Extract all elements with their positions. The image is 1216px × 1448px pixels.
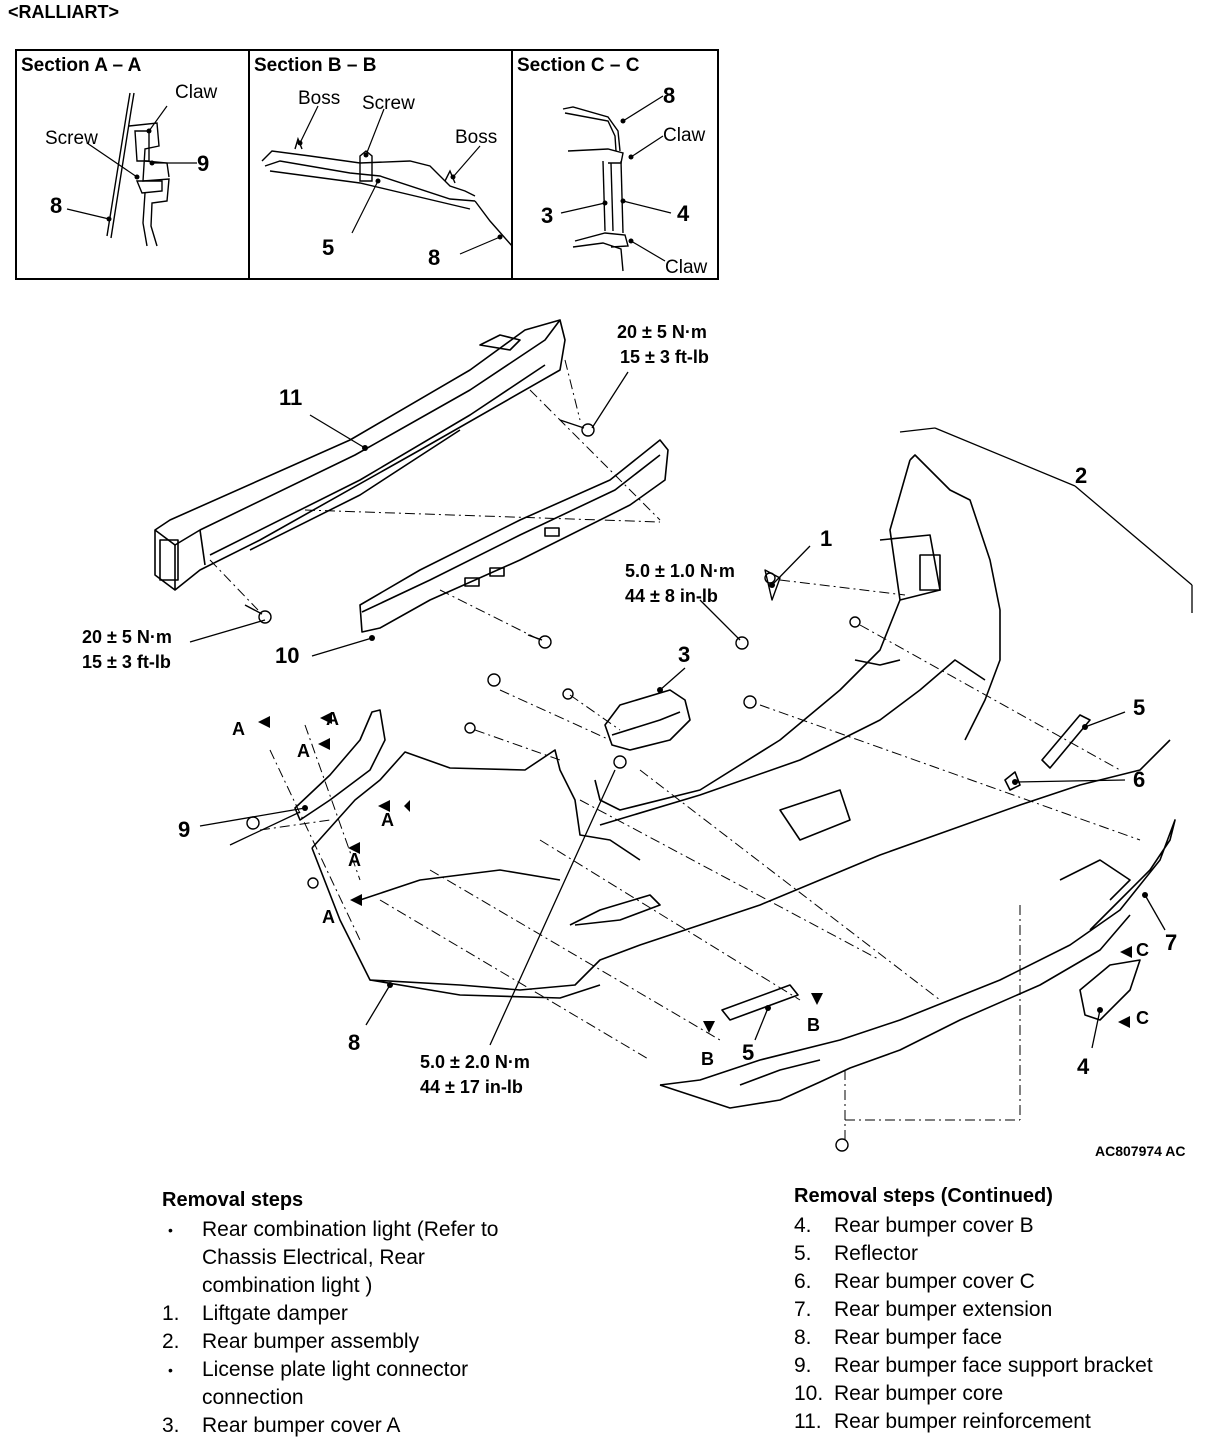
list-item: •License plate light connector connectio… — [168, 1358, 469, 1409]
section-mark-b: B — [701, 1049, 714, 1069]
label-screw: Screw — [362, 93, 415, 114]
exploded-view-diagram: 1 2 3 4 5 5 6 7 8 9 10 11 A A A A A A B … — [82, 319, 1193, 1159]
list-item: •Rear combination light (Refer to Chassi… — [168, 1218, 499, 1297]
callout-9: 9 — [197, 151, 209, 176]
section-mark-a: A — [326, 709, 339, 729]
callout-6: 6 — [1133, 767, 1145, 792]
torque-top-nm: 20 ± 5 N·m — [617, 322, 707, 342]
callout-7: 7 — [1165, 930, 1177, 955]
callout-3: 3 — [541, 203, 553, 228]
torque-bottom-nm: 5.0 ± 2.0 N·m — [420, 1052, 530, 1072]
removal-steps: Removal steps •Rear combination light (R… — [162, 1186, 562, 1440]
reflector — [1041, 714, 1091, 769]
list-item: 7.Rear bumper extension — [794, 1298, 1053, 1321]
label-boss-right: Boss — [455, 127, 497, 148]
removal-steps-title: Removal steps — [162, 1189, 304, 1211]
section-c-title: Section C – C — [517, 55, 640, 76]
torque-left-ftlb: 15 ± 3 ft-lb — [82, 652, 171, 672]
section-mark-a: A — [322, 907, 335, 927]
section-mark-b: B — [807, 1015, 820, 1035]
page-header: <RALLIART> — [8, 2, 120, 22]
torque-left-nm: 20 ± 5 N·m — [82, 627, 172, 647]
callout-11: 11 — [279, 385, 302, 410]
torque-top-ftlb: 15 ± 3 ft-lb — [620, 347, 709, 367]
callout-1: 1 — [820, 526, 832, 551]
section-mark-c: C — [1136, 1008, 1149, 1028]
label-claw-bottom: Claw — [665, 257, 708, 278]
callout-5: 5 — [322, 235, 334, 260]
section-c-c: Section C – C 8 Claw 3 — [511, 51, 717, 278]
figure-code: AC807974 AC — [1095, 1143, 1186, 1159]
callout-9: 9 — [178, 817, 190, 842]
label-claw: Claw — [175, 82, 218, 103]
callout-8: 8 — [50, 193, 62, 218]
section-a-title: Section A – A — [21, 55, 142, 76]
rear-bumper-face — [311, 739, 1171, 999]
rear-bumper-assembly — [594, 454, 1001, 826]
label-boss-left: Boss — [298, 88, 340, 109]
list-item: 1.Liftgate damper — [162, 1302, 348, 1325]
section-mark-a: A — [232, 719, 245, 739]
list-item: 3.Rear bumper cover A — [162, 1414, 401, 1437]
section-c-drawing: 8 Claw 3 4 Claw — [541, 83, 708, 278]
callout-5: 5 — [742, 1040, 754, 1065]
removal-steps-continued-title: Removal steps (Continued) — [794, 1185, 1053, 1207]
callout-5: 5 — [1133, 695, 1145, 720]
list-item: 8.Rear bumper face — [794, 1326, 1003, 1349]
callout-4: 4 — [677, 201, 690, 226]
callout-8: 8 — [348, 1030, 360, 1055]
reflector — [721, 984, 799, 1021]
removal-steps-continued: Removal steps (Continued) 4.Rear bumper … — [794, 1182, 1209, 1436]
section-mark-c: C — [1136, 940, 1149, 960]
rear-bumper-face-support-bracket — [294, 709, 386, 821]
section-mark-a: A — [297, 741, 310, 761]
list-item: 11.Rear bumper reinforcement — [794, 1410, 1091, 1433]
rear-bumper-cover-c — [1004, 771, 1021, 791]
rear-bumper-core — [359, 439, 669, 633]
list-item: 4.Rear bumper cover B — [794, 1214, 1034, 1237]
callout-8: 8 — [663, 83, 675, 108]
section-b-title: Section B – B — [254, 55, 377, 76]
list-item: 6.Rear bumper cover C — [794, 1270, 1035, 1293]
section-mark-a: A — [348, 850, 361, 870]
list-item: 5.Reflector — [794, 1242, 919, 1265]
rear-bumper-cover-b — [1079, 959, 1141, 1021]
rear-bumper-extension — [659, 819, 1176, 1109]
label-screw: Screw — [45, 128, 98, 149]
torque-mid-inlb: 44 ± 8 in-lb — [625, 586, 718, 606]
torque-mid-nm: 5.0 ± 1.0 N·m — [625, 561, 735, 581]
list-item: 2.Rear bumper assembly — [162, 1330, 420, 1353]
section-mark-a: A — [381, 810, 394, 830]
torque-bottom-inlb: 44 ± 17 in-lb — [420, 1077, 523, 1097]
callout-4: 4 — [1077, 1054, 1090, 1079]
label-claw-top: Claw — [663, 125, 706, 146]
callout-3: 3 — [678, 642, 690, 667]
section-b-b: Section B – B Boss Screw Boss — [248, 51, 511, 278]
rear-bumper-reinforcement — [154, 319, 566, 591]
rear-bumper-cover-a — [604, 689, 691, 751]
section-a-drawing: Claw Screw 9 8 — [45, 82, 218, 247]
section-views: Section A – A Claw Screw 9 8 — [15, 49, 719, 280]
callout-2: 2 — [1075, 463, 1087, 488]
section-b-drawing: Boss Screw Boss 5 8 — [261, 88, 511, 270]
callout-10: 10 — [275, 643, 299, 668]
list-item: 9.Rear bumper face support bracket — [794, 1354, 1153, 1377]
callout-8: 8 — [428, 245, 440, 270]
section-a-a: Section A – A Claw Screw 9 8 — [17, 51, 248, 278]
list-item: 10.Rear bumper core — [794, 1382, 1004, 1405]
